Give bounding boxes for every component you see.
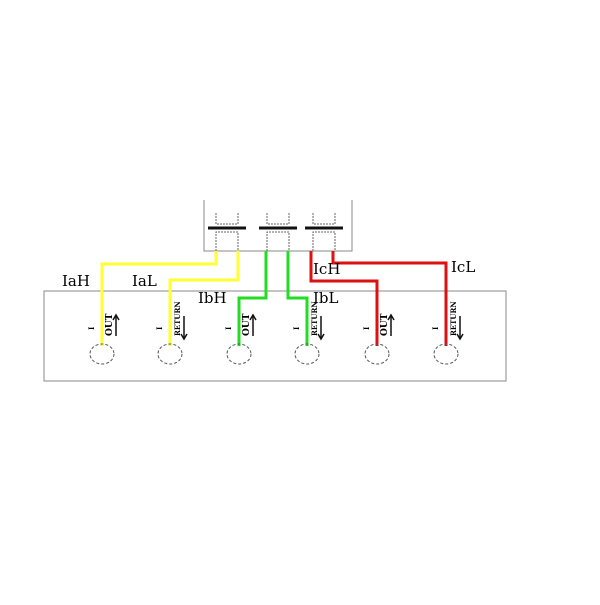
ct-secondary-coil: [312, 231, 336, 251]
terminal-return-label: RETURN: [310, 301, 319, 336]
terminal-current-mark: I: [431, 327, 440, 330]
terminal-current-mark: I: [362, 327, 371, 330]
terminal-6[interactable]: I RETURN: [431, 301, 464, 365]
ct-primary-coil: [312, 213, 336, 225]
terminal-socket[interactable]: [364, 343, 390, 365]
ct-b: [259, 213, 297, 251]
ct-secondary-coil: [215, 231, 239, 251]
terminal-out-label: OUT: [242, 313, 252, 336]
arrow-up-icon-head: [387, 313, 395, 321]
arrow-down-icon-head: [456, 333, 464, 341]
wire-ibh: [237, 251, 268, 346]
terminal-socket[interactable]: [226, 343, 252, 365]
wire-icl: [331, 251, 448, 346]
arrow-up-icon-head: [112, 313, 120, 321]
terminal-2[interactable]: I RETURN: [155, 301, 188, 365]
label-iah: IaH: [62, 272, 90, 290]
terminal-socket[interactable]: [433, 343, 459, 365]
label-ich: IcH: [313, 260, 340, 278]
terminal-current-mark: I: [87, 327, 96, 330]
label-ial: IaL: [132, 272, 157, 290]
ct-a: [208, 213, 246, 251]
label-icl: IcL: [451, 258, 475, 276]
arrow-down-icon-head: [180, 333, 188, 341]
terminal-socket[interactable]: [157, 343, 183, 365]
terminal-3[interactable]: I OUT: [224, 313, 257, 365]
ct-secondary-coil: [266, 231, 290, 251]
terminal-socket[interactable]: [89, 343, 115, 365]
terminal-return-label: RETURN: [449, 301, 458, 336]
wire-ich: [309, 251, 379, 346]
wire-ial: [168, 251, 240, 346]
terminal-4[interactable]: I RETURN: [292, 301, 325, 365]
terminal-5[interactable]: I OUT: [362, 313, 395, 365]
wire-iah: [100, 251, 218, 346]
terminal-socket[interactable]: [294, 343, 320, 365]
transformer-frame: [203, 200, 353, 252]
test-set-panel: [43, 290, 507, 382]
label-ibh: IbH: [198, 289, 227, 307]
ct-primary-coil: [266, 213, 290, 225]
terminal-return-label: RETURN: [173, 301, 182, 336]
ct-primary-coil: [215, 213, 239, 225]
arrow-up-icon-head: [249, 313, 257, 321]
terminal-out-label: OUT: [380, 313, 390, 336]
ct-c: [305, 213, 343, 251]
label-ibl: IbL: [313, 289, 339, 307]
terminal-current-mark: I: [224, 327, 233, 330]
wires: [100, 251, 448, 346]
terminal-out-label: OUT: [105, 313, 115, 336]
terminals: I OUT I RETURN I OUT I RETURN I OUT I RETURN: [87, 301, 464, 365]
current-transformers: [208, 213, 343, 251]
terminal-current-mark: I: [292, 327, 301, 330]
arrow-down-icon-head: [317, 333, 325, 341]
terminal-1[interactable]: I OUT: [87, 313, 120, 365]
wire-ibl: [286, 251, 309, 346]
terminal-current-mark: I: [155, 327, 164, 330]
